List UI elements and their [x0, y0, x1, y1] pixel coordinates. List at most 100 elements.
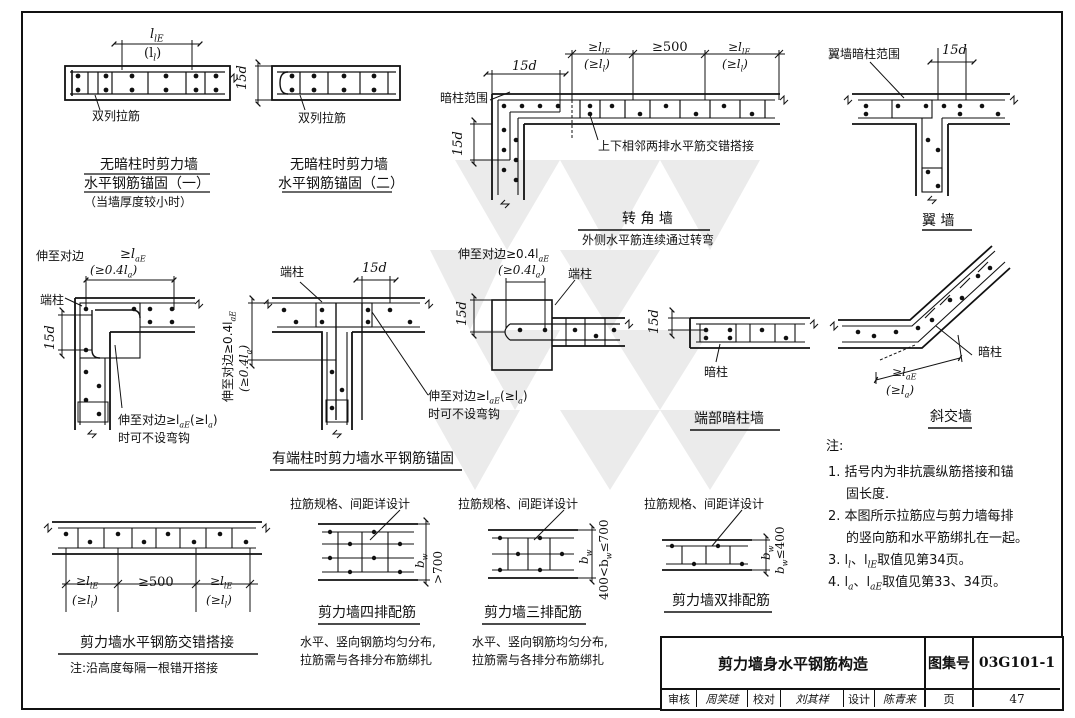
s4-bw: bw: [413, 553, 430, 568]
t-column-wall: [248, 276, 462, 471]
tcol-vert-2: (≥0.4la): [237, 344, 254, 392]
note-3: 3. ll、llE取值见第34页。: [828, 553, 972, 571]
note-1b: 固长度.: [846, 487, 890, 502]
lap-ll-1: (≥ll): [72, 593, 98, 610]
endcol-04la: (≥0.4la): [90, 263, 138, 280]
tcol-vert-1: 伸至对边≥0.4laE: [221, 310, 238, 402]
ob-laE: ≥laE: [892, 365, 917, 382]
ob-la: (≥la): [886, 383, 915, 400]
corner-15d-side: 15d: [451, 131, 466, 156]
two-row-section: [662, 509, 772, 613]
d2-caption-2: 水平钢筋锚固（二）: [278, 176, 404, 192]
corner-range-label: 暗柱范围: [440, 91, 489, 105]
tcol-col-label: 端柱: [280, 265, 305, 279]
s4-700: >700: [431, 551, 445, 584]
end-column-wall-L: [58, 276, 204, 439]
detail-1-wall: [64, 40, 239, 111]
endcol-laE: ≥laE: [120, 247, 146, 264]
corner-500: ≥500: [652, 40, 688, 55]
endcol-note-2: 时可不设弯钩: [118, 431, 191, 445]
endcol-col-label: 端柱: [40, 293, 65, 307]
d1-caption-3: （当墙厚度较小时）: [84, 195, 193, 209]
lap-ll-2: (≥ll): [206, 593, 232, 610]
page-label: 页: [926, 690, 974, 707]
s4-caption: 剪力墙四排配筋: [318, 605, 416, 621]
mid-anchor-detail: [470, 278, 634, 371]
s4-text-2: 拉筋需与各排分布筋绑扎: [300, 653, 433, 667]
review-label: 审核: [662, 690, 697, 707]
corner-caption-2: 外侧水平筋连续通过转弯: [582, 233, 715, 247]
s2-caption: 剪力墙双排配筋: [672, 593, 770, 609]
ob-caption: 斜交墙: [930, 409, 972, 425]
corner-15d-top: 15d: [512, 59, 537, 74]
notes-title: 注:: [826, 439, 844, 454]
ec-15d: 15d: [647, 309, 662, 334]
s4-text-1: 水平、竖向钢筋均匀分布,: [300, 635, 436, 649]
lap-500: ≥500: [138, 575, 174, 590]
s3-caption: 剪力墙三排配筋: [484, 605, 582, 621]
endcol-extend-label: 伸至对边: [36, 249, 85, 263]
group-caption: 有端柱时剪力墙水平钢筋锚固: [272, 451, 454, 467]
check-signature: 刘其祥: [781, 690, 844, 707]
d2-15d-label: 15d: [235, 65, 250, 90]
wing-15d: 15d: [942, 43, 967, 58]
atlas-label: 图集号: [926, 638, 974, 690]
wing-wall: [843, 48, 1019, 231]
wing-caption: 翼 墙: [922, 213, 955, 229]
mid-col-label: 端柱: [568, 267, 593, 281]
d2-caption-1: 无暗柱时剪力墙: [290, 157, 388, 173]
note-4: 4. la、laE取值见第33、34页。: [828, 575, 1007, 593]
tcol-note-1: 伸至对边≥laE(≥la): [428, 389, 528, 406]
four-row-section: [318, 509, 430, 625]
review-signature: 周笑琏: [697, 690, 748, 707]
check-label: 校对: [748, 690, 781, 707]
corner-lIE-2: ≥llE: [728, 40, 751, 57]
endcol-15d: 15d: [43, 325, 58, 350]
title-block: 剪力墙身水平钢筋构造 图集号 03G101-1 审核 周笑琏 校对 刘其祥 设计…: [660, 636, 1064, 711]
wing-range-label: 翼墙暗柱范围: [828, 47, 901, 61]
endcol-note-1: 伸至对边≥laE(≥la): [118, 413, 218, 430]
note-2a: 2. 本图所示拉筋应与剪力墙每排: [828, 509, 1014, 524]
mid-extend-label: 伸至对边≥0.4laE: [458, 247, 550, 264]
ec-caption: 端部暗柱墙: [694, 411, 764, 427]
s2-tie-label: 拉筋规格、间距详设计: [644, 497, 765, 511]
corner-wall: [470, 49, 789, 231]
atlas-number: 03G101-1: [974, 638, 1060, 690]
d2-tie-note: 双列拉筋: [298, 111, 347, 125]
mid-04la: (≥0.4la): [498, 263, 546, 280]
three-row-section: [482, 509, 596, 625]
corner-caption-1: 转 角 墙: [622, 211, 673, 227]
oblique-wall: [829, 245, 1011, 429]
page-number: 47: [1009, 691, 1025, 706]
note-1a: 1. 括号内为非抗震纵筋搭接和锚: [828, 465, 1014, 480]
s3-bw: bw: [577, 549, 594, 564]
end-hidden-column-wall: [668, 307, 819, 431]
tcol-15d: 15d: [362, 261, 387, 276]
lap-caption: 剪力墙水平钢筋交错搭接: [80, 635, 234, 651]
corner-note: 上下相邻两排水平筋交错搭接: [598, 139, 755, 153]
design-label: 设计: [844, 690, 875, 707]
ec-col-label: 暗柱: [704, 365, 729, 379]
note-2b: 的竖向筋和水平筋绑扎在一起。: [846, 531, 1029, 546]
s3-text-1: 水平、竖向钢筋均匀分布,: [472, 635, 608, 649]
ob-col-label: 暗柱: [978, 345, 1003, 359]
d1-ll-label: (ll): [144, 46, 162, 64]
detail-2-wall: [255, 59, 401, 111]
d1-caption-2: 水平钢筋锚固（一）: [84, 176, 210, 192]
d1-caption-1: 无暗柱时剪力墙: [100, 157, 198, 173]
s4-tie-label: 拉筋规格、间距详设计: [290, 497, 411, 511]
s3-text-2: 拉筋需与各排分布筋绑扎: [472, 653, 605, 667]
design-signature: 陈青来: [875, 690, 926, 707]
s2-range: bw≤400: [773, 526, 790, 574]
corner-ll-1: (≥ll): [584, 57, 610, 74]
s3-range: 400<bw≤700: [597, 519, 614, 600]
corner-lIE-1: ≥llE: [588, 40, 611, 57]
lap-lIE-1: ≥llE: [76, 574, 99, 591]
lap-splice-wall: [43, 521, 271, 655]
s3-tie-label: 拉筋规格、间距详设计: [458, 497, 579, 511]
drawing-title: 剪力墙身水平钢筋构造: [662, 638, 926, 690]
d1-lIE-label: llE: [150, 27, 164, 45]
lap-note: 注:沿高度每隔一根错开搭接: [70, 661, 219, 675]
